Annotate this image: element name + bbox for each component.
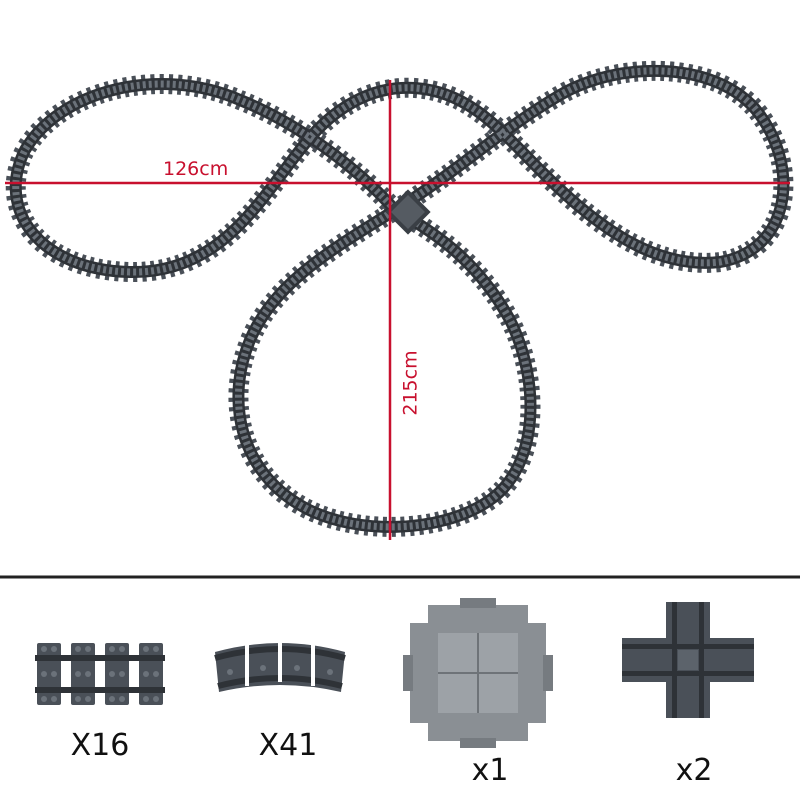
track-path (5, 60, 794, 537)
track-rails (9, 64, 790, 533)
straight-track-image (35, 643, 165, 705)
curved-track-quantity: X41 (258, 728, 318, 763)
crossing-large-image (403, 598, 553, 748)
width-dimension-label: 126cm (163, 158, 229, 180)
track-loop (5, 60, 794, 537)
dimension-lines (5, 80, 790, 540)
crossing-small-quantity: x2 (675, 753, 713, 788)
crossing-large-quantity: x1 (471, 753, 509, 788)
straight-track-quantity: X16 (70, 728, 130, 763)
curved-track-image (214, 640, 346, 692)
track-rail-gap (12, 67, 787, 531)
crossing-small-image (622, 602, 754, 718)
height-dimension-label: 215cm (399, 350, 422, 416)
